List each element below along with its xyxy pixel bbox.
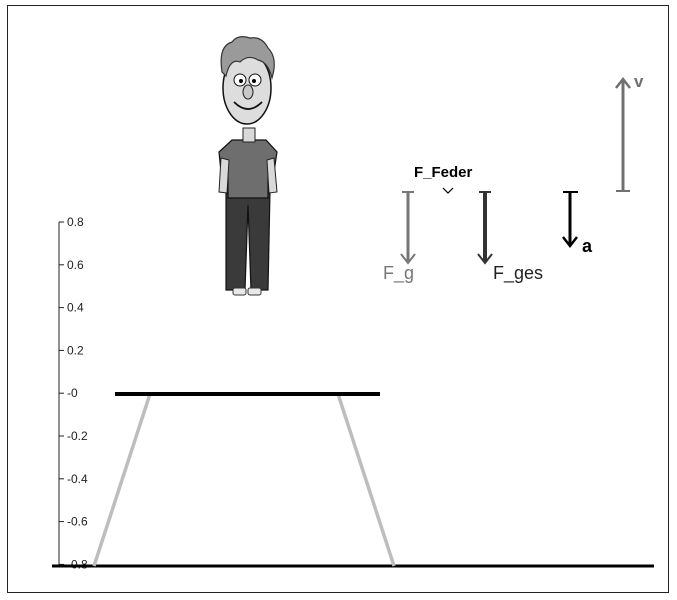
scale-tick-label: 0.6 (67, 258, 84, 272)
figure-hair (220, 36, 275, 81)
trampoline (92, 392, 396, 567)
acceleration-label: a (582, 236, 593, 256)
acceleration-vector (562, 191, 578, 249)
velocity-label: v (634, 72, 644, 91)
gravity-label: F_g (383, 263, 414, 284)
velocity-vector (615, 76, 631, 192)
spring-force-arrow (442, 187, 454, 194)
jumper-figure (218, 36, 278, 296)
figure-nose (242, 84, 254, 100)
scale-tick-label: -0.2 (67, 429, 88, 443)
force-vectors: F_Feder F_g F_ges a v (383, 72, 644, 284)
scale-tick-label: 0.8 (67, 215, 84, 229)
height-scale: 0.8 0.6 0.4 0.2 -0 -0.2 -0.4 -0.6 -0.8 (58, 215, 88, 571)
figure-trousers (225, 189, 271, 291)
trampoline-right-leg (336, 393, 396, 567)
net-force-vector (477, 191, 493, 265)
figure-right-arm (266, 157, 278, 194)
figure-left-shoe (232, 287, 247, 296)
figure-mouth (233, 101, 263, 110)
scale-tick-label: 0.2 (67, 343, 84, 357)
scale-tick-label: -0.4 (67, 472, 88, 486)
scale-tick-label: -0 (67, 386, 78, 400)
trampoline-left-leg (92, 393, 152, 567)
net-force-label: F_ges (493, 263, 543, 284)
figure-neck (242, 127, 256, 143)
gravity-vector (400, 191, 416, 265)
scale-tick-label: -0.6 (67, 515, 88, 529)
figure-right-shoe (247, 287, 262, 296)
spring-force-label: F_Feder (414, 164, 473, 181)
figure-left-arm (218, 157, 230, 194)
scale-tick-label: -0.8 (67, 557, 88, 571)
scale-tick-label: 0.4 (67, 301, 84, 315)
